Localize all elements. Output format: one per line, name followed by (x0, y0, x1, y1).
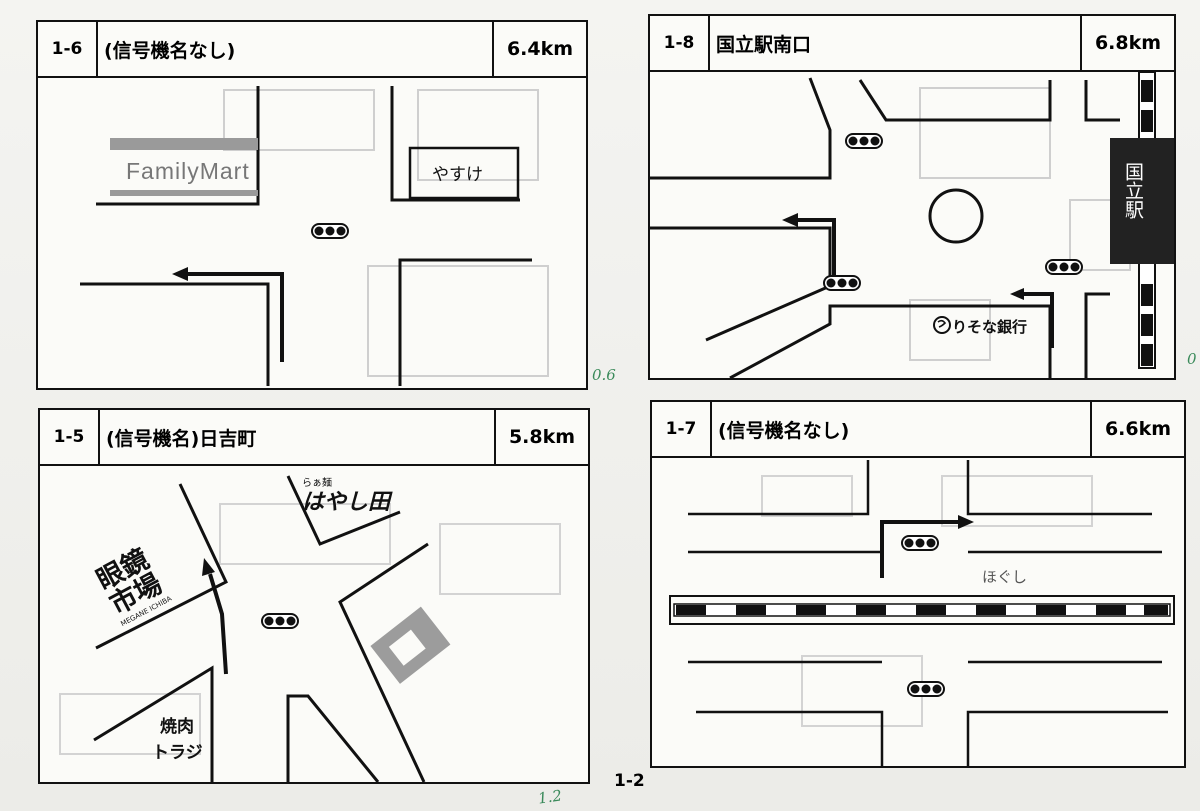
familymart-label: FamilyMart (126, 158, 250, 184)
intersection-map (59, 475, 561, 782)
intersection-name: 国立駅南口 (716, 33, 812, 56)
panel-1-5: 1-5 (信号機名)日吉町 5.8km (38, 408, 590, 784)
panel-number: 1-6 (38, 22, 98, 76)
yakiniku-label-1: 焼肉 (160, 717, 194, 737)
ramen-label: はやし田 (302, 489, 391, 515)
resona-logo-icon (933, 316, 951, 334)
traffic-light-icon (845, 133, 883, 149)
hogushi-label: ほぐし (982, 568, 1028, 586)
panel-1-7: 1-7 (信号機名なし) 6.6km (650, 400, 1186, 768)
handwritten-note: 0 (1187, 350, 1197, 368)
traffic-light-icon (311, 223, 349, 239)
traffic-light-icon (261, 613, 299, 629)
turn-arrow-icon (202, 558, 228, 675)
yakiniku-label-2: トラジ (152, 743, 203, 763)
traffic-light-icon (901, 535, 939, 551)
traffic-light-icon (907, 681, 945, 697)
panel-number: 1-8 (650, 16, 710, 70)
bank-label: りそな銀行 (952, 318, 1028, 336)
distance: 6.6km (1090, 402, 1184, 456)
traffic-light-icon (823, 275, 861, 291)
panel-header: 1-8 国立駅南口 6.8km (650, 16, 1174, 72)
turn-arrow-icon (782, 213, 836, 276)
panel-header: 1-5 (信号機名)日吉町 5.8km (40, 410, 588, 466)
panel-number: 1-7 (652, 402, 712, 456)
handwritten-note: 0.6 (592, 366, 616, 384)
station-building (1110, 138, 1174, 264)
yasuke-label: やすけ (432, 165, 483, 185)
handwritten-note: 1.2 (536, 786, 563, 808)
intersection-map (80, 86, 549, 386)
page-number: 1-2 (614, 771, 645, 791)
panel-header: 1-7 (信号機名なし) 6.6km (652, 402, 1184, 458)
intersection-name: (信号機名)日吉町 (106, 427, 257, 450)
panel-header: 1-6 (信号機名なし) 6.4km (38, 22, 586, 78)
panel-1-6: 1-6 (信号機名なし) 6.4km (36, 20, 588, 390)
ramen-sublabel: らぁ麺 (302, 478, 332, 489)
turn-arrow-icon (880, 515, 974, 578)
traffic-light-icon (1045, 259, 1083, 275)
panel-number: 1-5 (40, 410, 100, 464)
intersection-name: (信号機名なし) (718, 419, 850, 442)
distance: 5.8km (494, 410, 588, 464)
station-label: 国立駅 (1122, 162, 1144, 219)
turn-arrow-icon (172, 267, 284, 362)
intersection-map (650, 71, 1174, 378)
intersection-name: (信号機名なし) (104, 39, 236, 62)
turn-arrow-icon (1010, 288, 1054, 348)
intersection-map (669, 460, 1175, 766)
store-logo-icon (370, 606, 451, 684)
railway (669, 595, 1175, 625)
distance: 6.4km (492, 22, 586, 76)
panel-1-8: 1-8 国立駅南口 6.8km (648, 14, 1176, 380)
distance: 6.8km (1080, 16, 1174, 70)
